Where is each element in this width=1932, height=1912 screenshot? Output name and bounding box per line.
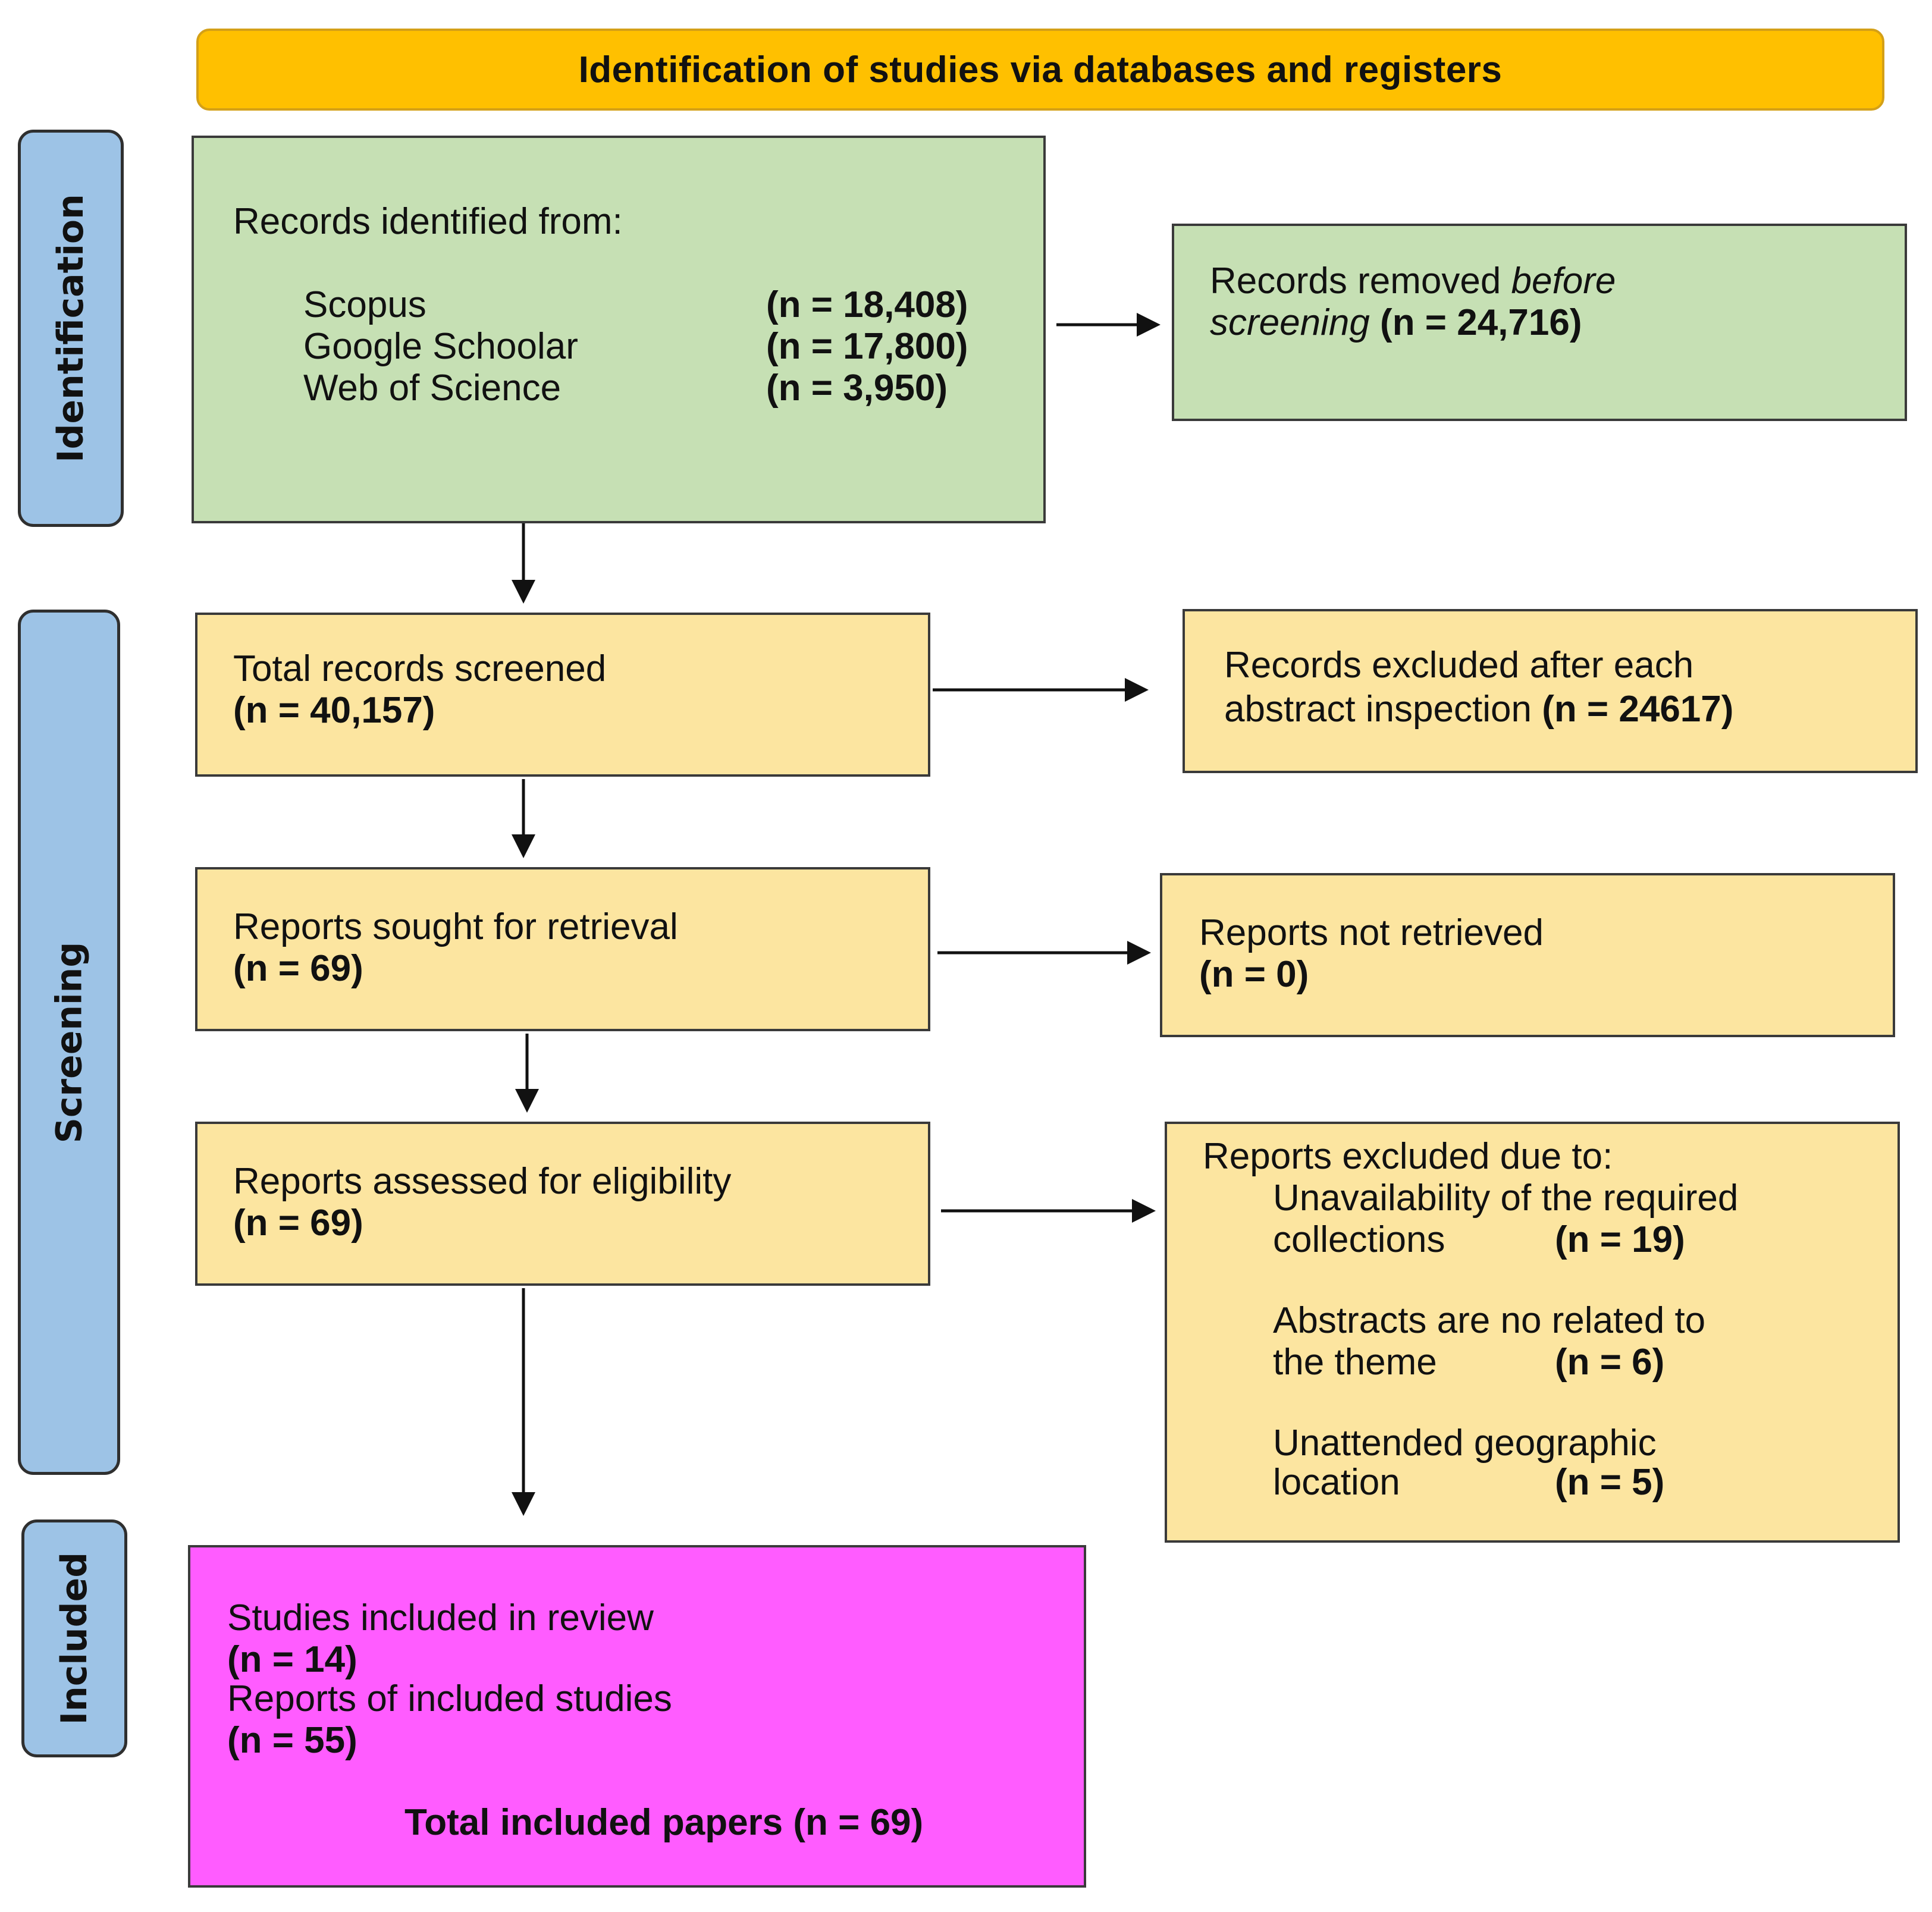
records-removed-line2: screening (n = 24,716) <box>1210 302 1582 344</box>
records-removed-box: Records removed before screening (n = 24… <box>1172 224 1907 421</box>
records-excluded-text: abstract inspection <box>1224 689 1542 730</box>
phase-identification: Identification <box>18 130 124 527</box>
total-included: Total included papers (n = 69) <box>404 1802 924 1843</box>
included-box: Studies included in review (n = 14) Repo… <box>188 1545 1086 1888</box>
phase-screening: Screening <box>18 610 120 1475</box>
reason-line1: Unavailability of the required <box>1273 1178 1739 1219</box>
reason-count: (n = 5) <box>1555 1462 1665 1503</box>
reason-line2: collections <box>1273 1219 1445 1260</box>
phase-included: Included <box>21 1519 127 1757</box>
records-screened-label: Total records screened <box>233 648 607 689</box>
records-removed-line1: Records removed before <box>1210 260 1616 302</box>
reports-assessed-count: (n = 69) <box>233 1203 363 1244</box>
reports-assessed-box: Reports assessed for eligibility (n = 69… <box>195 1122 930 1286</box>
records-screened-box: Total records screened (n = 40,157) <box>195 613 930 777</box>
reports-excluded-box: Reports excluded due to: Unavailability … <box>1165 1122 1900 1543</box>
studies-included-count: (n = 14) <box>227 1639 357 1680</box>
source-name: Google Schoolar <box>303 326 578 367</box>
records-removed-count: (n = 24,716) <box>1369 302 1582 343</box>
reason-line1: Unattended geographic <box>1273 1423 1657 1464</box>
records-removed-text: Records removed <box>1210 260 1511 302</box>
source-count: (n = 3,950) <box>766 368 948 409</box>
records-screened-count: (n = 40,157) <box>233 690 435 731</box>
source-count: (n = 17,800) <box>766 326 968 367</box>
records-identified-box: Records identified from: Scopus (n = 18,… <box>192 136 1046 523</box>
records-identified-heading: Records identified from: <box>233 201 623 242</box>
records-removed-screening: screening <box>1210 302 1370 343</box>
diagram-header: Identification of studies via databases … <box>196 29 1884 111</box>
reports-included-label: Reports of included studies <box>227 1678 672 1719</box>
reports-excluded-heading: Reports excluded due to: <box>1203 1136 1613 1177</box>
records-excluded-line2: abstract inspection (n = 24617) <box>1224 689 1733 730</box>
reports-not-retrieved-label: Reports not retrieved <box>1199 912 1544 953</box>
reports-assessed-label: Reports assessed for eligibility <box>233 1161 732 1202</box>
reports-sought-label: Reports sought for retrieval <box>233 906 678 947</box>
source-count: (n = 18,408) <box>766 284 968 325</box>
records-excluded-count: (n = 24617) <box>1542 689 1734 730</box>
records-excluded-box: Records excluded after each abstract ins… <box>1183 609 1918 773</box>
records-removed-before: before <box>1511 260 1616 302</box>
reports-sought-box: Reports sought for retrieval (n = 69) <box>195 867 930 1031</box>
reason-count: (n = 19) <box>1555 1219 1685 1260</box>
source-name: Scopus <box>303 284 426 325</box>
reports-not-retrieved-box: Reports not retrieved (n = 0) <box>1160 873 1895 1037</box>
source-name: Web of Science <box>303 368 562 409</box>
reason-line2: the theme <box>1273 1342 1437 1383</box>
reports-included-count: (n = 55) <box>227 1720 357 1761</box>
reports-not-retrieved-count: (n = 0) <box>1199 954 1309 995</box>
studies-included-label: Studies included in review <box>227 1597 654 1638</box>
records-excluded-line1: Records excluded after each <box>1224 645 1694 686</box>
reason-line2: location <box>1273 1462 1400 1503</box>
reason-line1: Abstracts are no related to <box>1273 1300 1706 1341</box>
reports-sought-count: (n = 69) <box>233 948 363 989</box>
reason-count: (n = 6) <box>1555 1342 1665 1383</box>
